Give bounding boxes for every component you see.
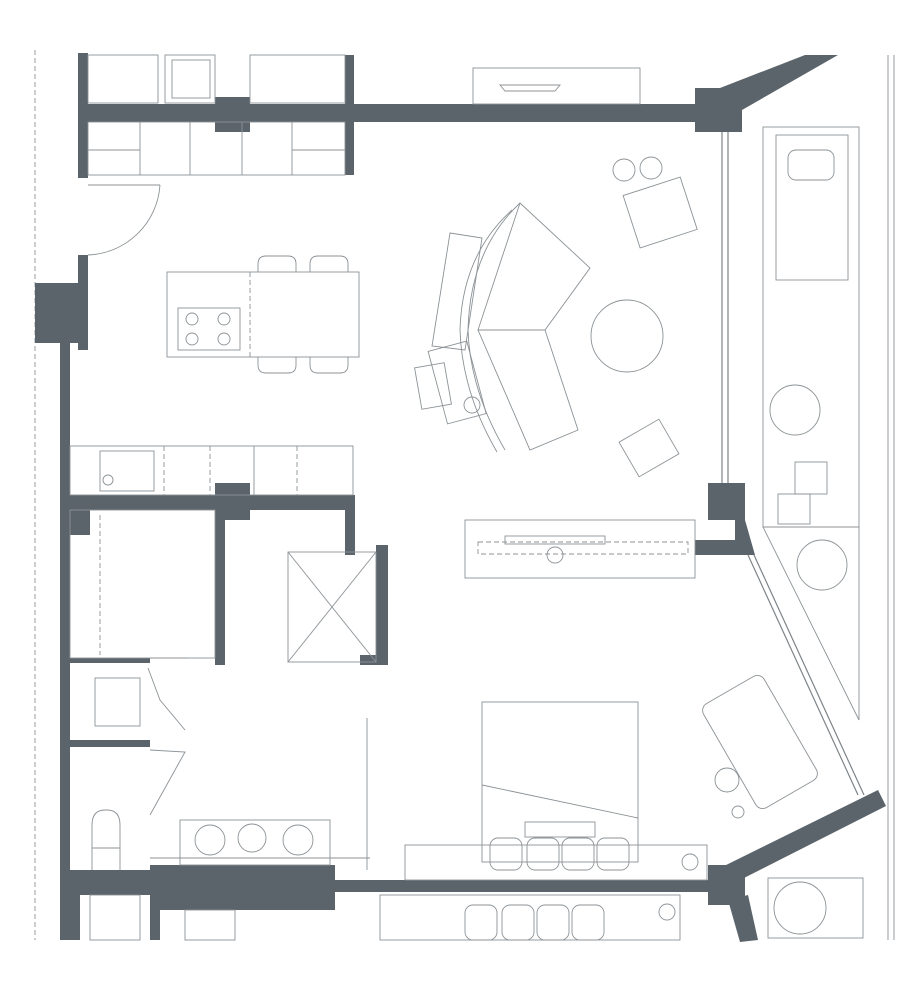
walls [35, 53, 886, 942]
bedroom [379, 675, 818, 941]
vanity [150, 718, 370, 941]
glazing [721, 132, 865, 796]
shower [287, 551, 377, 663]
entry-door [87, 184, 161, 256]
kitchen-island [166, 255, 360, 374]
balcony [762, 126, 864, 939]
upper-closets [87, 54, 641, 176]
utility [89, 667, 186, 941]
wardrobe [69, 509, 216, 659]
boundary-lines [34, 50, 895, 940]
kitchen-counter [69, 445, 354, 496]
living-area [414, 156, 698, 478]
media-console [464, 519, 696, 579]
